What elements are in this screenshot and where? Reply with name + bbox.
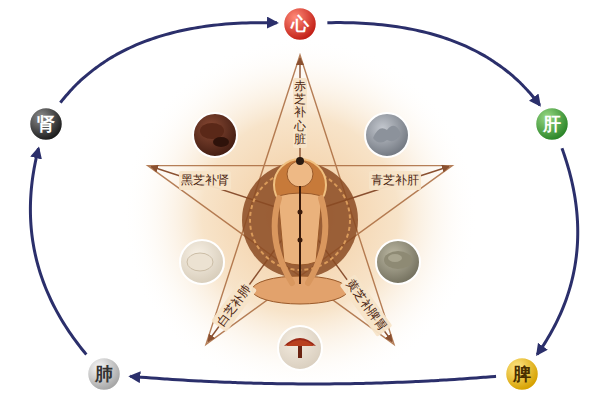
organ-circle: 心 <box>282 6 318 42</box>
red-lingzhi-cap <box>286 340 314 346</box>
mushroom-disc <box>365 113 409 157</box>
chakra-dot <box>298 210 303 215</box>
lingzhi-pictures <box>180 113 420 370</box>
pentagram <box>148 55 452 344</box>
lingzhi-label: 赤芝补心脏 <box>293 78 307 148</box>
cycle-arrow <box>30 148 86 354</box>
arm <box>275 198 292 283</box>
mushroom-disc <box>278 326 322 370</box>
organ-disc <box>536 108 569 141</box>
cycle-arrow <box>60 23 277 103</box>
mushroom-disc <box>376 240 420 284</box>
lingzhi-picture <box>193 113 237 157</box>
arm <box>308 198 325 283</box>
mushroom-texture <box>373 126 401 143</box>
cycle-arrow <box>130 376 496 384</box>
red-lingzhi-cap <box>284 338 316 346</box>
organ-circle: 肾 <box>28 106 64 142</box>
lingzhi-label: 青芝补肝 <box>369 171 421 190</box>
star-outline <box>148 55 452 344</box>
lingzhi-picture <box>180 240 224 284</box>
star-arms <box>151 58 449 342</box>
glow-disc <box>122 37 478 393</box>
cycle-arrow <box>327 23 539 106</box>
organ-disc <box>284 8 317 41</box>
energy-channel <box>299 186 301 284</box>
cycle-arrows <box>30 23 577 384</box>
mushroom-texture <box>384 251 412 269</box>
organ-name: 肺 <box>95 363 113 385</box>
organ-name: 脾 <box>513 363 531 385</box>
mushroom-disc <box>193 113 237 157</box>
cycle-arrow <box>537 148 578 354</box>
lingzhi-picture <box>278 326 322 370</box>
lingzhi-picture <box>376 240 420 284</box>
meditating-figure <box>242 157 358 304</box>
organ-name: 肾 <box>37 113 55 135</box>
lingzhi-label: 白芝补肺 <box>211 278 257 331</box>
mushroom-texture <box>213 137 229 147</box>
mushroom-texture <box>200 123 224 139</box>
organ-circle: 肝 <box>534 106 570 142</box>
red-lingzhi-stem <box>298 346 302 358</box>
lingzhi-picture <box>365 113 409 157</box>
chakra-dot <box>298 238 303 243</box>
mushroom-texture <box>187 253 213 271</box>
mushroom-texture <box>388 254 402 262</box>
lingzhi-label: 黑芝补肾 <box>179 171 231 190</box>
organ-disc <box>88 358 121 391</box>
organ-circle: 脾 <box>504 356 540 392</box>
mushroom-disc <box>180 240 224 284</box>
hair-knot <box>296 157 304 165</box>
organ-circle: 肺 <box>86 356 122 392</box>
organ-disc <box>506 358 539 391</box>
lingzhi-label: 黄芝补脾胃 <box>340 274 393 337</box>
organ-name: 肝 <box>543 113 561 135</box>
organ-name: 心 <box>291 13 309 35</box>
organ-disc <box>30 108 63 141</box>
